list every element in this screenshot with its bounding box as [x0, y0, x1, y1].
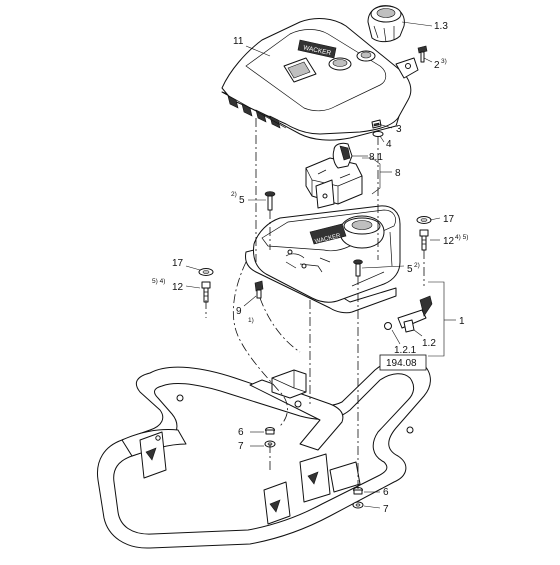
- callout-12-right-note: 4) 5): [455, 234, 468, 241]
- callout-1: 1: [459, 316, 465, 327]
- screw-2: [417, 45, 428, 63]
- guard-frame: [96, 357, 431, 549]
- callout-7-right: 7: [383, 504, 389, 515]
- fuel-valve: [384, 295, 433, 333]
- callout-labels: 1.3 11 2 3) 3 4 8.1 8 2) 5 17 12 4) 5) 1…: [152, 21, 468, 515]
- callout-9: 9: [236, 306, 242, 317]
- callout-5-top: 5: [239, 195, 245, 206]
- hood-cover: WACKER: [221, 5, 419, 141]
- engine-switch: [305, 142, 363, 209]
- callout-4: 4: [386, 139, 392, 150]
- leader-lines: [185, 21, 456, 509]
- washer-4: [372, 131, 384, 137]
- callout-8: 8: [395, 168, 401, 179]
- callout-6-right: 6: [383, 487, 389, 498]
- nut-6-right: [353, 487, 363, 495]
- screw-5-top: [264, 191, 276, 211]
- callout-11: 11: [233, 36, 244, 47]
- fuel-tank: WACKER: [245, 205, 401, 314]
- washer-7-right: [352, 501, 364, 509]
- callout-1-3: 1.3: [434, 21, 448, 32]
- callout-6-left: 6: [238, 427, 244, 438]
- callout-17-left: 17: [172, 258, 184, 269]
- fuel-cap: [367, 5, 405, 43]
- callout-17-right: 17: [443, 214, 455, 225]
- reference-number: 194.08: [386, 358, 417, 369]
- callout-2-note: 3): [441, 58, 447, 65]
- hose-clip-9: [254, 280, 264, 299]
- bolt-12-left: [201, 281, 211, 303]
- washer-17-right: [416, 216, 432, 224]
- assembly-lines: [205, 118, 425, 490]
- callout-5-right-note: 2): [414, 262, 420, 269]
- callout-3: 3: [396, 124, 402, 135]
- callout-9-note: 1): [248, 317, 254, 324]
- callout-8-1: 8.1: [369, 152, 383, 163]
- screw-5-right: [353, 259, 363, 277]
- nut-6-left: [265, 427, 275, 435]
- callout-5-right: 5: [407, 264, 413, 275]
- callout-1-2: 1.2: [422, 338, 436, 349]
- callout-5-top-note: 2): [231, 191, 237, 198]
- callout-2: 2: [434, 60, 440, 71]
- callout-12-left-note: 5) 4): [152, 278, 165, 285]
- screw-3: [371, 119, 382, 129]
- callout-12-left: 12: [172, 282, 184, 293]
- callout-12-right: 12: [443, 236, 455, 247]
- callout-1-2-1: 1.2.1: [394, 345, 417, 356]
- bolt-12-right: [419, 229, 429, 251]
- callout-7-left: 7: [238, 441, 244, 452]
- washer-17-left: [198, 268, 214, 276]
- reference-box: [379, 354, 427, 371]
